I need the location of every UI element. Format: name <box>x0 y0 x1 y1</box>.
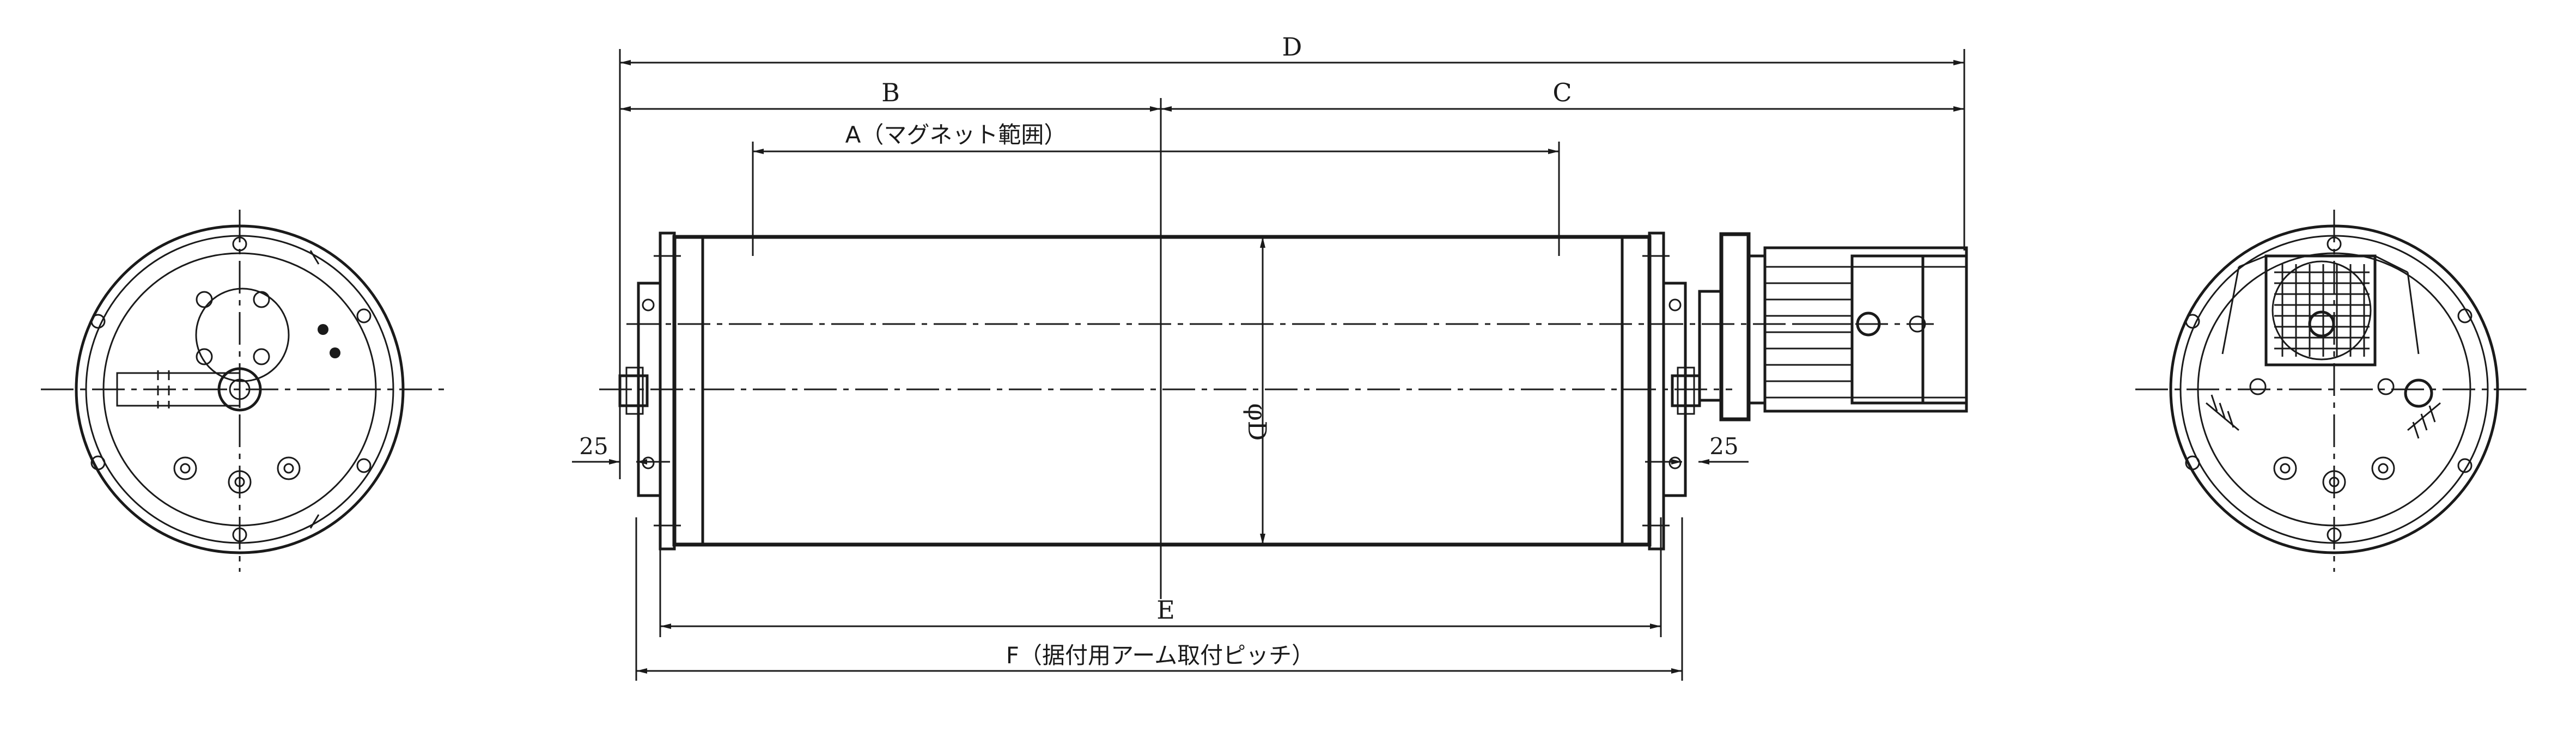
label-right-section: C <box>1552 78 1572 107</box>
center-side-view <box>572 49 1965 681</box>
fan-grille <box>2274 264 2370 357</box>
label-left-section: B <box>881 78 900 107</box>
right-end-view <box>2135 210 2533 572</box>
label-shell-length: E <box>1156 595 1175 625</box>
drive-motor <box>1698 232 1968 422</box>
label-magnet-range: A（マグネット範囲） <box>845 121 1067 148</box>
label-left-offset: 25 <box>579 433 608 460</box>
left-perimeter-bolts <box>90 236 372 542</box>
label-right-offset: 25 <box>1709 433 1738 460</box>
label-diameter: φD <box>1243 403 1272 441</box>
label-arm-pitch: F（据付用アーム取付ピッチ） <box>1006 642 1314 669</box>
label-overall-length: D <box>1282 32 1302 62</box>
left-end-view <box>41 210 447 572</box>
